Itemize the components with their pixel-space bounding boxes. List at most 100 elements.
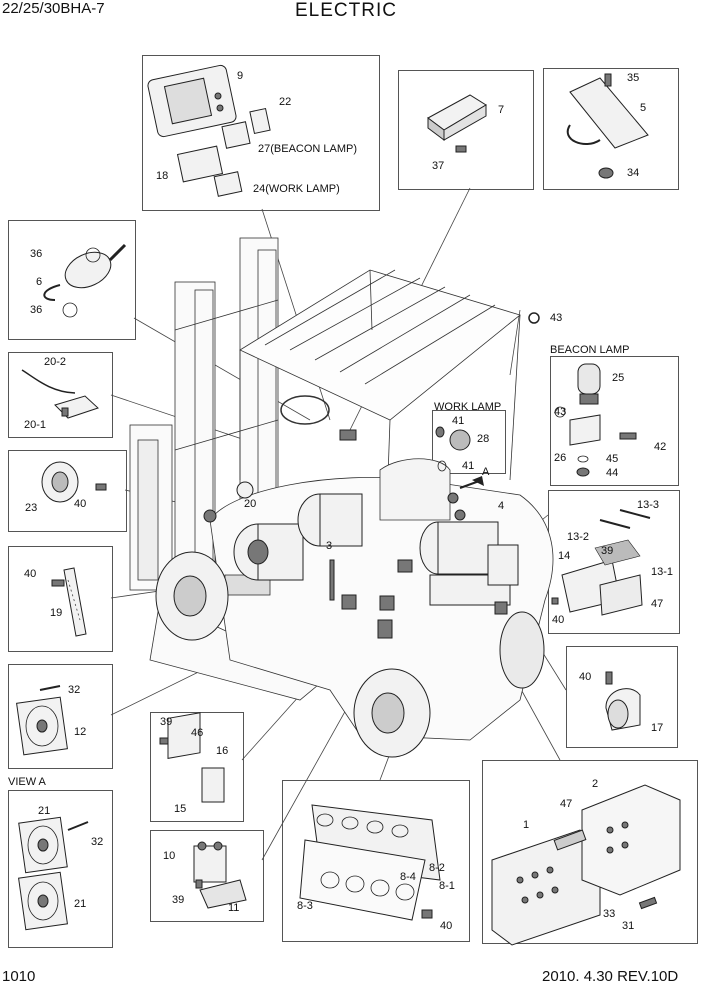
callout-41-bottom: 41 bbox=[462, 460, 475, 472]
harness-detail-box bbox=[8, 352, 113, 438]
callout-36-top: 36 bbox=[30, 248, 43, 260]
module-7-icon bbox=[427, 94, 487, 141]
display-panel-icon bbox=[147, 64, 237, 138]
harness-icon bbox=[21, 369, 99, 419]
bracket-icon bbox=[551, 509, 651, 616]
callout-4: 4 bbox=[498, 500, 505, 512]
callout-44: 44 bbox=[606, 467, 619, 479]
callout-40-buzzer: 40 bbox=[74, 498, 87, 510]
work-lamp-label: WORK LAMP bbox=[434, 401, 502, 413]
beacon-lamp-label: BEACON LAMP bbox=[550, 344, 630, 356]
switch-22-icon bbox=[249, 107, 271, 135]
screw-37-icon bbox=[455, 145, 467, 153]
beacon-lamp-icon bbox=[528, 312, 637, 477]
callout-5: 5 bbox=[640, 102, 647, 114]
callout-25: 25 bbox=[612, 372, 625, 384]
callout-7: 7 bbox=[498, 104, 505, 116]
lamp-17-icon bbox=[605, 671, 641, 731]
strap-icon bbox=[51, 567, 87, 637]
model-number: 22/25/30BHA-7 bbox=[2, 0, 105, 17]
front-wheel bbox=[155, 551, 229, 641]
accelerator-pedal-icon bbox=[566, 73, 649, 179]
drive-motor bbox=[233, 523, 304, 581]
motor-4 bbox=[419, 521, 499, 575]
view-a-label: VIEW A bbox=[8, 776, 46, 788]
callout-32-fan: 32 bbox=[68, 684, 81, 696]
callout-27: 27(BEACON LAMP) bbox=[258, 143, 358, 155]
relay-part bbox=[379, 595, 395, 611]
callout-40-strap: 40 bbox=[24, 568, 37, 580]
arrow-a-label: A bbox=[482, 466, 490, 478]
callout-13-1: 13-1 bbox=[651, 566, 674, 578]
fan-12-icon bbox=[16, 685, 68, 756]
fan-part bbox=[341, 594, 357, 610]
contactor-part bbox=[377, 619, 393, 639]
callout-2: 2 bbox=[592, 778, 599, 790]
callout-19: 19 bbox=[50, 607, 63, 619]
callout-35: 35 bbox=[627, 72, 640, 84]
contactor-icon bbox=[193, 841, 247, 909]
callout-31: 31 bbox=[622, 920, 635, 932]
callout-32-view-a: 32 bbox=[91, 836, 104, 848]
callout-11: 11 bbox=[228, 902, 240, 914]
callout-10: 10 bbox=[163, 850, 176, 862]
controller-icon bbox=[491, 784, 681, 946]
callout-20-2: 20-2 bbox=[44, 356, 67, 368]
page-number: 1010 bbox=[2, 968, 36, 985]
callout-47-controller: 47 bbox=[560, 798, 573, 810]
pump-motor bbox=[297, 493, 363, 547]
callout-28: 28 bbox=[477, 433, 490, 445]
callout-47-bracket: 47 bbox=[651, 598, 664, 610]
switch-18-icon bbox=[176, 145, 224, 183]
callout-40-fuses: 40 bbox=[440, 920, 453, 932]
callout-33: 33 bbox=[603, 908, 616, 920]
callout-34: 34 bbox=[627, 167, 640, 179]
callout-36-bottom: 36 bbox=[30, 304, 43, 316]
callout-37: 37 bbox=[432, 160, 445, 172]
callout-23: 23 bbox=[25, 502, 38, 514]
callout-17: 17 bbox=[651, 722, 664, 734]
callout-9: 9 bbox=[237, 70, 244, 82]
callout-26: 26 bbox=[554, 452, 567, 464]
strap-detail-box bbox=[8, 546, 113, 652]
callout-18: 18 bbox=[156, 170, 169, 182]
callout-21-top: 21 bbox=[38, 805, 51, 817]
module-7-detail-box bbox=[398, 70, 534, 190]
callout-14: 14 bbox=[558, 550, 571, 562]
switch-24-icon bbox=[213, 171, 243, 197]
work-lamp-icon bbox=[435, 426, 471, 472]
callout-8-1: 8-1 bbox=[439, 880, 455, 892]
callout-39-bracket: 39 bbox=[601, 545, 614, 557]
view-a-fan-top-icon bbox=[18, 816, 68, 874]
callout-39-relay: 39 bbox=[160, 716, 173, 728]
small-module bbox=[397, 559, 413, 573]
callout-13-3: 13-3 bbox=[637, 499, 660, 511]
callout-43-top: 43 bbox=[550, 312, 563, 324]
callout-40-bracket: 40 bbox=[552, 614, 565, 626]
callout-6: 6 bbox=[36, 276, 43, 288]
callout-12: 12 bbox=[74, 726, 87, 738]
callout-39-contactor: 39 bbox=[172, 894, 185, 906]
callout-40-lamp: 40 bbox=[579, 671, 592, 683]
callout-3: 3 bbox=[326, 540, 333, 552]
callout-16: 16 bbox=[216, 745, 229, 757]
view-a-fan-bottom-icon bbox=[18, 871, 68, 931]
callout-8-2: 8-2 bbox=[429, 862, 445, 874]
callout-41-top: 41 bbox=[452, 415, 465, 427]
callout-43: 43 bbox=[554, 406, 567, 418]
page-title: ELECTRIC bbox=[295, 0, 397, 21]
relay-icon bbox=[159, 712, 225, 803]
work-lamp-detail-box bbox=[432, 410, 506, 474]
callout-21-bottom: 21 bbox=[74, 898, 87, 910]
buzzer-icon bbox=[41, 461, 107, 503]
callout-13-2: 13-2 bbox=[567, 531, 590, 543]
callout-22: 22 bbox=[279, 96, 292, 108]
callout-20: 20 bbox=[244, 498, 257, 510]
callout-1: 1 bbox=[523, 819, 530, 831]
horn-icon bbox=[43, 243, 127, 318]
fuse-holder-icon bbox=[299, 804, 441, 921]
callout-8-3: 8-3 bbox=[297, 900, 313, 912]
switch-27-icon bbox=[221, 121, 251, 149]
callout-24: 24(WORK LAMP) bbox=[253, 183, 340, 195]
rear-wheel bbox=[353, 668, 431, 758]
